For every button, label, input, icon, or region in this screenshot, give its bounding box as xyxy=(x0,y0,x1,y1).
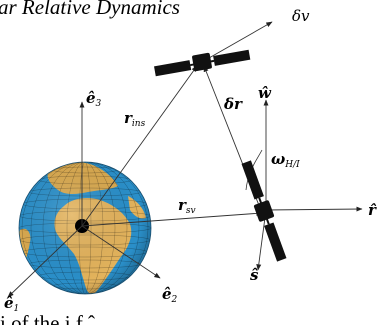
r-sv-label: rsv xyxy=(178,196,196,216)
delta-r-label: δr xyxy=(224,95,242,113)
delta-v-vector xyxy=(201,21,273,63)
e2-axis xyxy=(81,225,161,279)
omega-label: ωH/I xyxy=(271,150,300,170)
e1-axis xyxy=(7,225,83,298)
e2-label: ê2 xyxy=(162,285,178,305)
w-hat-label: ŵ xyxy=(258,84,271,102)
r-sv-vector xyxy=(81,210,263,227)
satellite-top xyxy=(154,49,251,77)
e1-label: ê1 xyxy=(4,294,20,314)
e3-label: ê3 xyxy=(86,89,102,109)
delta-v-label: δv xyxy=(292,7,310,25)
s-hat-label: ŝ xyxy=(250,266,259,284)
r-ins-label: rins xyxy=(124,109,146,129)
r-ins-vector xyxy=(81,65,198,227)
figure-title: ar Relative Dynamics xyxy=(0,0,180,19)
r-hat-axis xyxy=(265,206,363,212)
omega-rotation-arrow xyxy=(245,149,263,191)
r-hat-label: r̂ xyxy=(368,201,376,219)
caption-fragment: i of the i f ˆ xyxy=(0,311,96,325)
satellite-bottom xyxy=(241,160,287,262)
